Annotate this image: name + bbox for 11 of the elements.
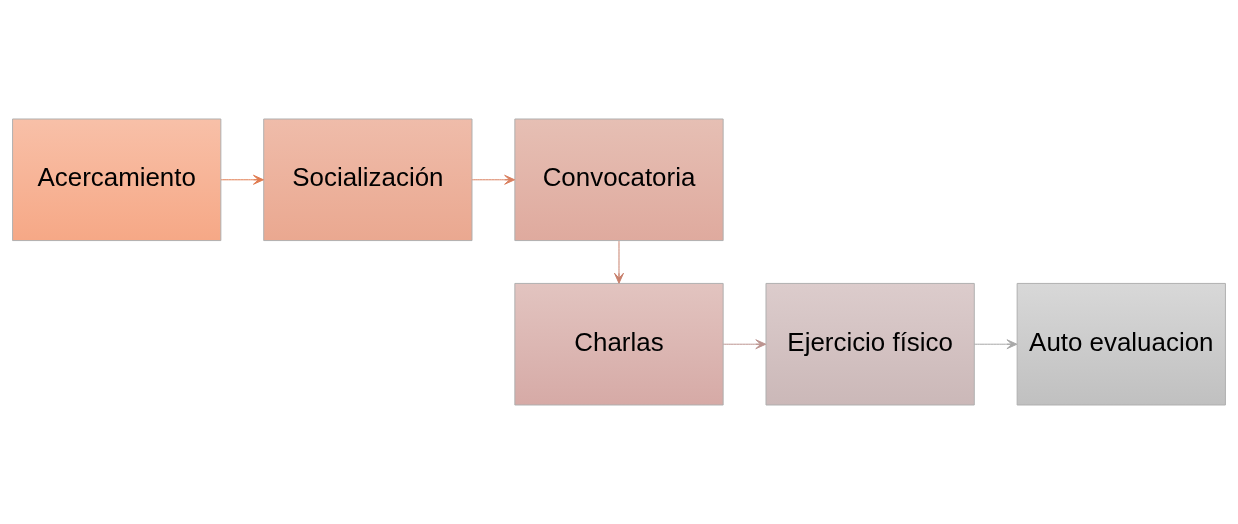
- node-box: Auto evaluacion: [1016, 282, 1226, 406]
- arrow: [973, 339, 1018, 350]
- node-box: Socialización: [263, 118, 473, 242]
- node-box: Ejercicio físico: [765, 282, 975, 406]
- arrow: [614, 240, 624, 284]
- arrow: [722, 339, 767, 350]
- node-box: Acercamiento: [12, 118, 222, 242]
- node-box: Convocatoria: [514, 118, 724, 242]
- arrow: [471, 174, 516, 185]
- arrow: [220, 174, 264, 185]
- node-box: Charlas: [514, 282, 724, 406]
